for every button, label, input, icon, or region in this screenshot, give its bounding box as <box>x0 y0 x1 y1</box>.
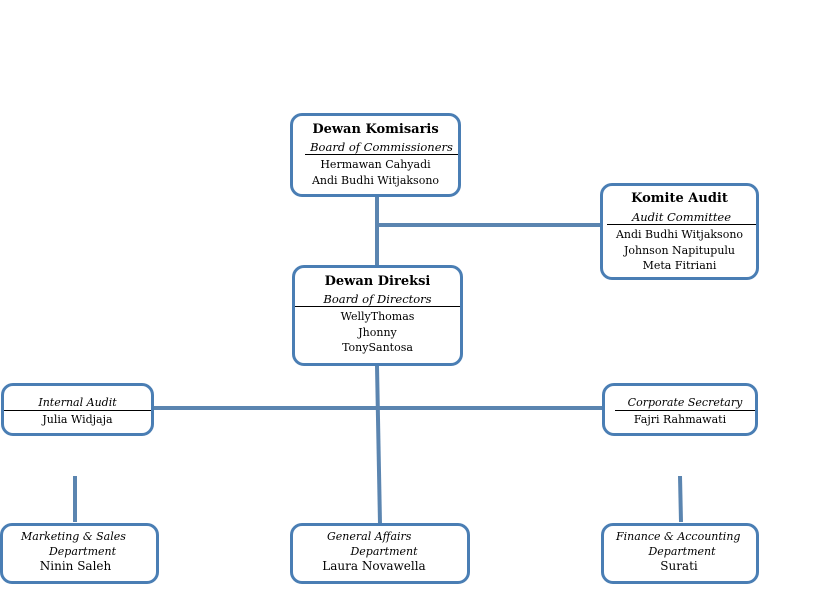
internal-audit-title: Internal Audit <box>4 395 151 411</box>
directors-title: Dewan Direksi <box>324 274 431 289</box>
audit-committee-subtitle: Audit Committee <box>607 210 756 225</box>
corporate-secretary-title: Corporate Secretary <box>615 395 755 411</box>
internal-audit-box: Internal Audit Julia Widjaja <box>1 383 154 436</box>
marketing-sales-title: Marketing & Sales <box>21 530 126 543</box>
director-member: TonySantosa <box>342 341 413 354</box>
commissioners-title: Dewan Komisaris <box>312 122 439 137</box>
finance-accounting-box: Finance & Accounting Department Surati <box>601 523 759 584</box>
audit-committee-member: Andi Budhi Witjaksono <box>615 228 744 241</box>
corporate-secretary-box: Corporate Secretary Fajri Rahmawati <box>602 383 758 436</box>
general-affairs-subtitle: Department <box>350 545 418 558</box>
general-affairs-title: General Affairs <box>327 530 412 543</box>
finance-accounting-title: Finance & Accounting <box>616 530 741 543</box>
general-affairs-member: Laura Novawella <box>322 559 426 573</box>
connector-directors-general-affairs <box>375 365 382 525</box>
director-member: WellyThomas <box>340 310 415 323</box>
board-of-commissioners-box: Dewan Komisaris Board of Commissioners H… <box>290 113 461 197</box>
commissioners-subtitle: Board of Commissioners <box>305 140 458 155</box>
internal-audit-member: Julia Widjaja <box>42 413 113 426</box>
director-member: Jhonny <box>358 325 397 339</box>
finance-accounting-member: Surati <box>660 559 698 573</box>
audit-committee-box: Komite Audit Audit Committee Andi Budhi … <box>600 183 759 280</box>
directors-subtitle: Board of Directors <box>295 292 460 307</box>
audit-committee-member: Meta Fitriani <box>642 259 717 272</box>
marketing-sales-box: Marketing & Sales Department Ninin Saleh <box>0 523 159 584</box>
board-of-directors-box: Dewan Direksi Board of Directors WellyTh… <box>292 265 463 366</box>
audit-committee-member: Johnson Napitupulu <box>623 243 736 257</box>
commissioner-member: Hermawan Cahyadi <box>320 158 431 171</box>
audit-committee-title: Komite Audit <box>631 191 728 206</box>
general-affairs-box: General Affairs Department Laura Novawel… <box>290 523 470 584</box>
connector-finance-stub <box>678 475 683 523</box>
corporate-secretary-member: Fajri Rahmawati <box>633 413 727 426</box>
commissioner-member: Andi Budhi Witjaksono <box>311 173 440 187</box>
finance-accounting-subtitle: Department <box>648 545 716 558</box>
marketing-sales-member: Ninin Saleh <box>39 559 112 573</box>
marketing-sales-subtitle: Department <box>48 545 117 558</box>
